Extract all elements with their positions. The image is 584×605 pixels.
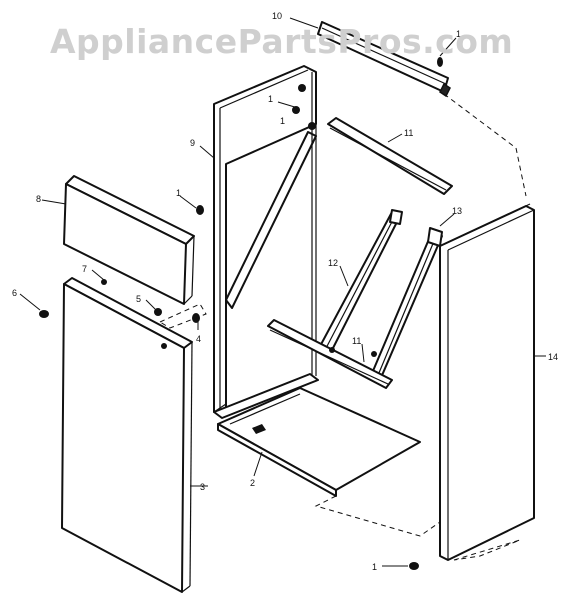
callout-10: 10 [272, 11, 282, 21]
callout-14: 14 [548, 352, 558, 362]
callout-1-top: 1 [456, 29, 461, 39]
callout-5: 5 [136, 294, 141, 304]
part-11-lower-rail [267, 319, 393, 389]
part-2-base-panel [217, 387, 421, 497]
callout-9: 9 [190, 138, 195, 148]
callout-1-frame-mid: 1 [280, 116, 285, 126]
leader-lines [19, 17, 546, 567]
callout-8: 8 [36, 194, 41, 204]
part-12-channel [317, 209, 403, 355]
callout-6: 6 [12, 288, 17, 298]
callout-3: 3 [200, 482, 205, 492]
part-9-left-frame [213, 65, 319, 419]
callout-2: 2 [250, 478, 255, 488]
callout-1-left: 1 [176, 188, 181, 198]
callout-11-lower: 11 [352, 336, 361, 346]
callout-11-upper: 11 [404, 128, 413, 138]
callout-1-bottom: 1 [372, 562, 377, 572]
callout-4: 4 [196, 334, 201, 344]
part-11-upper-rail [327, 117, 453, 195]
callout-13: 13 [452, 206, 462, 216]
screw-1-top [437, 57, 443, 67]
callout-7: 7 [82, 264, 87, 274]
callout-12: 12 [328, 258, 338, 268]
callout-1-frame-top: 1 [268, 94, 273, 104]
assembly-dash-lines [158, 93, 527, 561]
watermark-text: AppliancePartsPros.com [50, 22, 514, 61]
part-14-right-panel [439, 203, 535, 561]
part-3-front-panel [61, 277, 193, 593]
callout-labels: 10 1 1 1 9 1 8 11 13 12 11 14 7 5 6 4 2 … [12, 11, 558, 572]
part-8-top-panel [63, 175, 195, 305]
fasteners [39, 57, 443, 570]
